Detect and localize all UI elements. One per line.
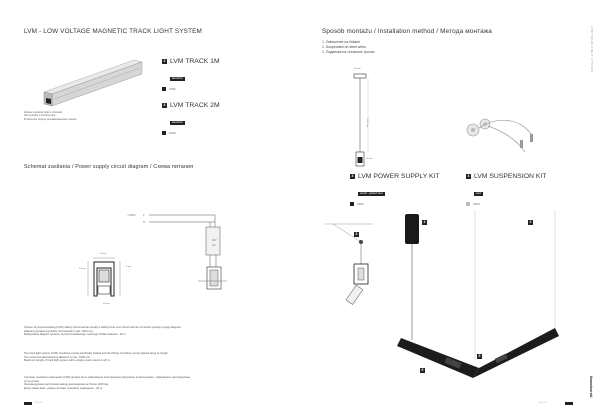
product-badge: 2: [162, 59, 167, 64]
page-number-right: LVM | 24: [538, 402, 547, 404]
color-swatch: [350, 202, 354, 206]
circuit-supply-label: ~230V: [127, 213, 136, 217]
paragraph-line: Zalecany dystans pomiędzy mocowaniami ma…: [24, 329, 94, 333]
color-swatch: [162, 87, 166, 91]
product-name: LVM TRACK 1M: [170, 58, 220, 65]
material-tag: steel: [474, 191, 484, 196]
paragraph-line: Система трекового освещения (LVM) должна…: [24, 376, 191, 379]
product-name: LVM SUSPENSION KIT: [474, 173, 547, 180]
description-en: The track light system (LVM) should be e…: [24, 352, 168, 363]
page-number-left: 02 | 03: [35, 402, 42, 404]
dim-top: 45 mm: [100, 253, 107, 255]
note-line: Zestaw zasilania brak w zestawie: [24, 111, 63, 114]
paragraph-line: Рекомендуемое расстояние между крепления…: [24, 383, 109, 387]
vertical-caption: LVM TRACK LIGHT SYSTEM: [590, 26, 594, 73]
product-badge: 4: [466, 174, 471, 179]
product-track-1m: 2 LVM TRACK 1M aluminium 10082: [162, 58, 220, 91]
material-tag: aluminium: [170, 76, 185, 81]
product-code: 10087: [357, 202, 364, 206]
note-line: Set includes a leveling strip: [24, 114, 56, 118]
dim-side: 50 mm: [79, 268, 86, 270]
dim-wire: 1500 mm: [366, 118, 368, 128]
paragraph-line: System szynoprzewodowy (LVM) należy równ…: [24, 326, 182, 329]
description-ru: Система трекового освещения (LVM) должна…: [24, 376, 190, 390]
color-swatch: [162, 131, 166, 135]
power-kit-drawing: [325, 223, 373, 305]
install-list-item: 1. Suspended on steel wires: [322, 45, 366, 49]
track-cross-section: [87, 257, 121, 297]
callout-marker: 5: [477, 354, 482, 359]
product-track-2m: 3 LVM TRACK 2M aluminium 10083: [162, 102, 220, 135]
page-title-right: Sposób montażu / Installation method / М…: [322, 28, 492, 35]
color-swatch: [466, 202, 470, 206]
suspension-kit-photo: [466, 118, 534, 153]
circuit-l-label: L: [143, 213, 145, 217]
track-illustration: [43, 59, 143, 107]
material-tag: aluminium: [170, 120, 185, 125]
product-suspension-kit: 4 LVM SUSPENSION KIT steel 10078: [466, 173, 546, 206]
product-power-supply-kit: 4 LVM POWER SUPPLY KIT anodic , painted …: [350, 173, 440, 206]
brand-logo-text: Nowodvorski: [589, 376, 593, 398]
install-list: 1. Zwieszenie na linkach 1. Suspended on…: [322, 40, 374, 55]
paragraph-line: The recommended fastening distance is ma…: [24, 355, 91, 359]
material-tag: anodic , painted steel: [358, 191, 385, 196]
circuit-n-label: N: [143, 220, 146, 224]
product-code: 10078: [473, 202, 480, 206]
product-name: LVM TRACK 2M: [170, 102, 220, 109]
footer-bar-right: [565, 402, 573, 405]
suspension-drawing: [353, 73, 369, 167]
product-badge: 3: [162, 103, 167, 108]
product-code: 10083: [169, 131, 176, 135]
footer-bar-left: [24, 402, 32, 405]
dim-canopy: 58 mm: [354, 68, 361, 70]
product-code: 10082: [169, 87, 176, 91]
note-line: В комплект входит выравнивающая планка: [24, 117, 77, 121]
page-title-left: LVM - LOW VOLTAGE MAGNETIC TRACK LIGHT S…: [24, 28, 203, 35]
driver-label-voltage: 48V: [212, 239, 217, 242]
paragraph-line: по ее длине.: [24, 379, 40, 383]
callout-marker: 3: [354, 232, 359, 237]
description-pl: System szynoprzewodowy (LVM) należy równ…: [24, 326, 182, 337]
dim-body: 35 mm: [366, 158, 373, 160]
driver-label-dc: DC: [212, 244, 216, 247]
callout-marker: 6: [420, 368, 425, 373]
callout-marker: 4: [422, 220, 427, 225]
assembly-note: Zestaw zasilania brak w zestawie Set inc…: [24, 111, 76, 121]
dim-height: 6 mm: [126, 266, 132, 268]
paragraph-line: Допустимая макс. длина системы трекового…: [24, 386, 103, 390]
callout-marker: 2: [528, 220, 533, 225]
dim-bottom: 28 mm: [103, 303, 110, 305]
paragraph-line: Maksymalna długość systemu szynoprzewodo…: [24, 333, 127, 337]
paragraph-line: The track light system (LVM) should be e…: [24, 352, 169, 355]
install-list-item: 1. Подвеска на стальных тросах: [322, 50, 375, 54]
supply-diagram-title: Schemat zasilania / Power supply circuit…: [24, 164, 194, 170]
paragraph-line: Maximum length of track light system wit…: [24, 359, 111, 363]
product-badge: 4: [350, 174, 355, 179]
install-list-item: 1. Zwieszenie na linkach: [322, 40, 361, 44]
product-name: LVM POWER SUPPLY KIT: [358, 173, 440, 180]
pendant-luminaire-drawing: [397, 210, 559, 378]
circuit-diagram: [149, 214, 227, 290]
